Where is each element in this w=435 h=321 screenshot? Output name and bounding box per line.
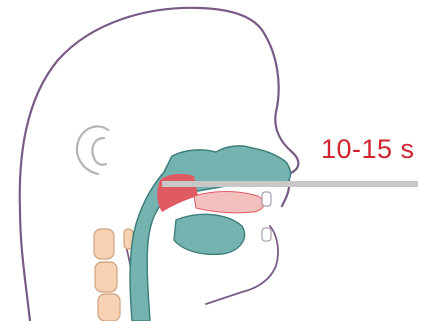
oral-pharynx	[174, 214, 245, 254]
tooth	[262, 192, 271, 206]
vertebra	[95, 262, 117, 292]
oral-cavity	[194, 192, 264, 213]
duration-label: 10-15 s	[321, 134, 415, 165]
vertebra	[94, 229, 114, 259]
tooth	[262, 228, 271, 241]
cervical-vertebrae	[94, 229, 133, 321]
vertebra	[98, 294, 120, 321]
nasal-passage-highlight	[157, 174, 198, 212]
teeth	[262, 192, 271, 241]
ear-icon	[77, 126, 108, 174]
